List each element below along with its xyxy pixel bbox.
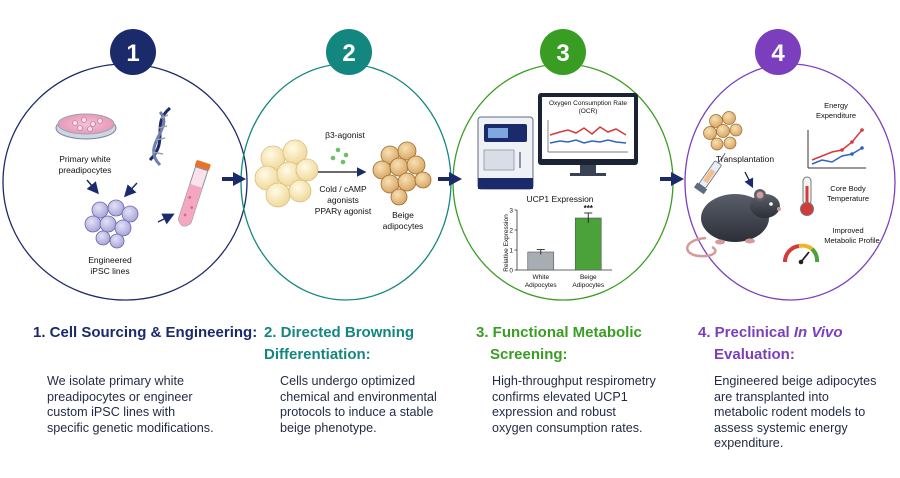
flow-arrow-3 [660,172,684,186]
step4-desc-line: assess systemic energy [714,420,848,435]
chart-y-tick-label: 2 [509,228,513,235]
preadipocytes-label-2: preadipocytes [59,165,112,175]
dna-icon [148,106,172,167]
step1-description: We isolate primary white preadipocytes o… [47,374,214,436]
transplantation-label: Transplantation [716,154,775,164]
chart-x-tick-label: Adipocytes [572,282,605,289]
step4-badge: 4 [755,29,801,75]
step3-number: 3 [556,40,569,67]
step3-heading: 3. Functional Metabolic Screening: [476,322,642,366]
step2-desc-line: protocols to induce a stable [280,405,434,419]
agonist-molecule-icons [330,147,349,165]
step1-desc-line: We isolate primary white [47,374,184,388]
step1-number: 1 [126,40,139,67]
chart-bar [574,217,602,271]
chart-y-tick-label: 1 [509,248,513,255]
chart-y-tick-label: 0 [509,268,513,275]
step4-circle [684,63,896,301]
chart-title: UCP1 Expression [526,194,593,204]
cold-camp-label-1: Cold / cAMP [319,184,367,194]
core-temp-label-2: Temperature [827,194,869,203]
step3-heading-line1: 3. Functional Metabolic [476,324,642,341]
ipsc-label-2: iPSC lines [90,266,129,276]
ppar-agonist-label: PPARγ agonist [315,206,372,216]
step2-heading-line2: Differentiation: [264,346,371,363]
step3-desc-line: oxygen consumption rates. [492,420,643,435]
step3-badge: 3 [540,29,586,75]
test-tube-icon [177,160,211,227]
chart-significance-annotation: *** [584,204,594,213]
step2-badge: 2 [326,29,372,75]
step4-desc-line: are transplanted into [714,389,829,404]
chart-bar [527,251,555,271]
mouse-icon [686,189,781,258]
ocr-title-1: Oxygen Consumption Rate [549,100,627,107]
beta3-agonist-label: β3-agonist [325,130,365,140]
step4-heading-line1: 4. Preclinical In Vivo [698,322,843,344]
step1-heading: 1. Cell Sourcing & Engineering: [33,322,257,344]
syringe-icon [693,152,726,195]
step4-heading: 4. Preclinical In Vivo Evaluation: [698,322,843,366]
core-temp-label-1: Core Body [830,184,866,193]
step3-desc-line: High-throughput respirometry [492,374,656,388]
preadipocytes-to-ipsc-arrow [86,179,99,195]
step1-desc-line: specific genetic modifications. [47,420,214,435]
beige-label-2: adipocytes [383,221,424,231]
step2-desc-line: chemical and environmental [280,389,437,404]
cold-camp-label-2: agonists [327,195,359,205]
step2-desc-line: beige phenotype. [280,420,377,435]
step3-description: High-throughput respirometry confirms el… [492,374,656,436]
beige-adipocyte-cluster-icon [372,141,432,206]
gauge-icon [782,243,820,265]
step1-desc-line: custom iPSC lines with [47,405,176,419]
petri-dish-icon [55,113,117,140]
step3-desc-line: expression and robust [492,405,616,419]
improved-label-1: Improved [832,226,863,235]
ipsc-to-tube-arrow [157,213,175,225]
dna-to-ipsc-arrow [123,182,138,198]
respirometer-icon [477,116,534,190]
flow-arrow-2 [438,172,462,186]
step4-desc-line: expenditure. [714,436,784,450]
ocr-title-2: (OCR) [579,108,598,115]
energy-expenditure-graph-icon [807,128,866,169]
ocr-monitor-icon [538,93,638,176]
step3-heading-line2: Screening: [490,346,568,363]
chart-y-axis-label: Relative Expression [503,214,510,272]
step3-desc-line: confirms elevated UCP1 [492,389,628,404]
beige-label-1: Beige [392,210,414,220]
thermometer-icon [800,176,814,216]
chart-x-tick-label: Adipocytes [525,282,558,289]
flow-arrow-1 [222,172,246,186]
step2-description: Cells undergo optimized chemical and env… [280,374,437,436]
step4-desc-line: Engineered beige adipocytes [714,374,877,388]
step4-heading-line2: Evaluation: [714,346,795,363]
beige-cell-cluster-icon [703,111,743,151]
chart-x-tick-label: White [532,274,549,281]
step4-number: 4 [771,40,785,67]
step1-desc-line: preadipocytes or engineer [47,389,193,404]
step4-heading-italic: In Vivo [793,324,843,341]
transplant-arrow [744,171,754,189]
energy-label-2: Expenditure [816,111,856,120]
ipsc-cluster-icon [84,199,139,249]
step4-heading-prefix: 4. Preclinical [698,324,794,341]
ipsc-label-1: Engineered [88,255,132,265]
step1-heading-line1: 1. Cell Sourcing & Engineering: [33,324,258,341]
chart-x-tick-label: Beige [580,274,597,281]
chart-y-tick-label: 3 [509,208,513,215]
step2-heading-line1: 2. Directed Browning [264,324,415,341]
step4-desc-line: metabolic rodent models to [714,405,866,419]
step2-number: 2 [342,40,355,67]
preadipocytes-label-1: Primary white [59,154,111,164]
white-adipocyte-cluster-icon [254,139,319,208]
improved-label-2: Metabolic Profile [824,236,879,245]
step2-desc-line: Cells undergo optimized [280,374,416,388]
ucp1-bar-chart: UCP1 Expression Relative Expression 0 1 2 3… [503,194,612,289]
step2-heading: 2. Directed Browning Differentiation: [264,322,414,366]
step1-badge: 1 [110,29,156,75]
step4-description: Engineered beige adipocytes are transpla… [714,374,876,452]
energy-label-1: Energy [824,101,848,110]
